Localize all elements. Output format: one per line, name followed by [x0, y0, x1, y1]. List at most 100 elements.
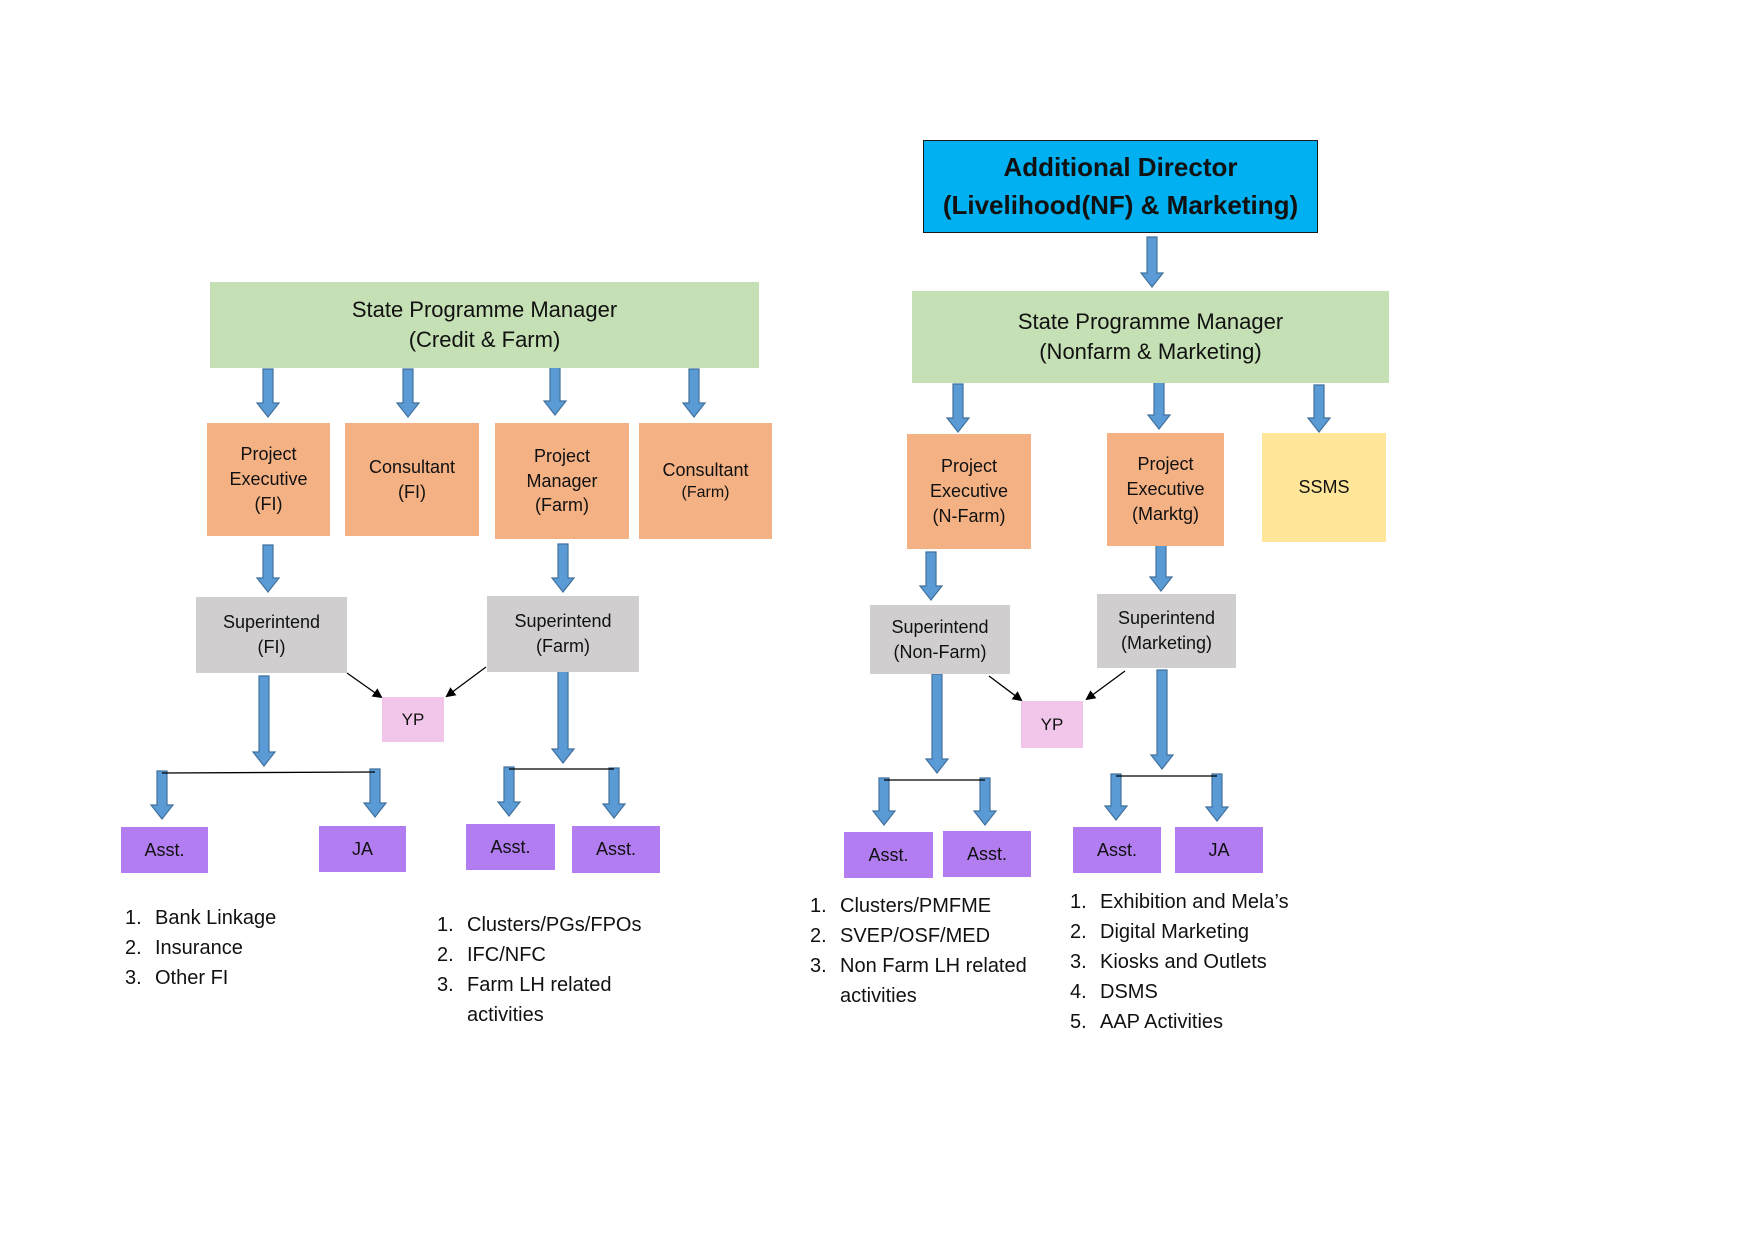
list-fi-activities: 1. Bank Linkage 2. Insurance 3. Other FI: [125, 903, 345, 993]
ja-fi-box: JA: [319, 826, 406, 872]
list-item-text: SVEP/OSF/MED: [840, 925, 991, 947]
label-line: Asst.: [144, 839, 185, 860]
label-line: Project: [240, 444, 297, 465]
arrow-supt-fi-to-yp: [346, 672, 383, 699]
arrow-branch-to-asst-fi: [149, 770, 175, 820]
label-line: YP: [401, 709, 425, 729]
arrow-spm-to-consultant-farm: [681, 368, 707, 418]
list-item-number: 1.: [125, 907, 142, 929]
superintend-marketing-box: Superintend (Marketing): [1097, 594, 1236, 668]
list-item-text: Clusters/PGs/FPOs: [467, 914, 642, 936]
list-item-number: 1.: [437, 914, 454, 936]
ssms-box: SSMS: [1262, 433, 1386, 542]
spm-nonfarm-marketing-title: State Programme Manager: [1017, 308, 1284, 334]
spm-credit-farm-box: State Programme Manager (Credit & Farm): [210, 282, 759, 368]
list-item: 1. Exhibition and Mela’s: [1070, 887, 1320, 917]
list-item-number: 3.: [810, 955, 827, 977]
label-line: Superintend: [891, 616, 989, 637]
arrow-branch-to-asst-nonfarm-2: [972, 777, 998, 826]
label-line: Project: [940, 456, 998, 477]
asst-fi-box: Asst.: [121, 827, 208, 873]
arrow-supt-marketing-to-yp: [1085, 670, 1126, 701]
list-item: 3. Kiosks and Outlets: [1070, 947, 1320, 977]
list-item-text: IFC/NFC: [467, 944, 546, 966]
label-line: (Farm): [535, 495, 589, 516]
arrow-supt-farm-down: [550, 670, 576, 764]
label-line: JA: [351, 838, 373, 859]
arrow-pm-farm-to-supt: [550, 543, 576, 593]
label-line: Project: [533, 445, 591, 466]
yp-right-box: YP: [1021, 701, 1083, 748]
arrow-branch-to-ja-fi: [362, 768, 388, 818]
list-item: 2.IFC/NFC: [437, 940, 657, 970]
spm-nonfarm-marketing-box: State Programme Manager (Nonfarm & Marke…: [912, 291, 1389, 383]
list-item-text: Clusters/PMFME: [840, 895, 992, 917]
list-item-text: Farm LH related activities: [467, 974, 612, 1026]
list-item-text: Insurance: [155, 937, 243, 959]
list-item-number: 3.: [125, 967, 142, 989]
list-item-number: 3.: [1070, 951, 1087, 973]
label-line: Executive: [929, 481, 1009, 502]
arrow-spm-to-pe-marktg: [1146, 380, 1172, 430]
connector-lines: [161, 666, 1217, 781]
label-line: Asst.: [595, 839, 636, 860]
asst-farm-2-box: Asst.: [572, 826, 660, 873]
label-line: (Marktg): [1132, 503, 1199, 524]
arrow-branch-to-asst-nonfarm-1: [871, 777, 897, 826]
arrow-pe-nfarm-to-supt: [918, 551, 944, 601]
list-marketing-activities: 1. Exhibition and Mela’s 2.Digital Marketi…: [1070, 887, 1320, 1037]
list-item: 3. Farm LH related activities: [437, 970, 657, 1030]
label-line: YP: [1040, 714, 1064, 734]
asst-nonfarm-1-box: Asst.: [844, 832, 933, 878]
list-item: 2. Insurance: [125, 933, 345, 963]
list-item-text: Exhibition and Mela’s: [1100, 891, 1289, 913]
label-line: (FI): [257, 637, 286, 657]
arrow-supt-nonfarm-down: [924, 673, 950, 774]
list-item: 2.Digital Marketing: [1070, 917, 1320, 947]
list-item-number: 2.: [1070, 921, 1087, 943]
label-line: (FI): [254, 493, 283, 514]
label-line: (Farm): [536, 636, 590, 656]
label-line: (FI): [398, 481, 426, 502]
label-line: Executive: [1126, 479, 1205, 500]
project-executive-marktg-box: Project Executive (Marktg): [1107, 433, 1224, 546]
list-item: 1. Clusters/PGs/FPOs: [437, 910, 657, 940]
label-line: Consultant: [662, 459, 749, 480]
label-line: (N-Farm): [932, 505, 1006, 526]
yp-left-box: YP: [382, 697, 444, 742]
list-item: 4.DSMS: [1070, 977, 1320, 1007]
asst-marketing-box: Asst.: [1073, 827, 1161, 873]
label-line: Asst.: [868, 844, 909, 865]
list-item-number: 2.: [125, 937, 142, 959]
superintend-farm-box: Superintend (Farm): [487, 596, 639, 672]
list-item-text: Bank Linkage: [155, 907, 277, 929]
list-item-text: Other FI: [155, 967, 229, 989]
arrow-branch-to-ja-marketing: [1204, 773, 1230, 822]
list-item-number: 1.: [1070, 891, 1087, 913]
arrow-branch-to-asst-farm-2: [601, 767, 627, 819]
arrow-supt-marketing-down: [1149, 669, 1175, 770]
list-item-text: Kiosks and Outlets: [1100, 951, 1267, 973]
project-executive-nfarm-box: Project Executive (N-Farm): [907, 434, 1031, 549]
list-item-text: DSMS: [1100, 981, 1158, 1003]
list-item-text: AAP Activities: [1100, 1011, 1224, 1033]
superintend-fi-box: Superintend (FI): [196, 597, 347, 673]
list-item-number: 3.: [437, 974, 454, 996]
list-item-text: Non Farm LH related activities: [840, 955, 1027, 1007]
label-line: Asst.: [1096, 839, 1137, 860]
list-item: 2.SVEP/OSF/MED: [810, 921, 1050, 951]
ja-marketing-box: JA: [1175, 827, 1263, 873]
list-item: 3. Other FI: [125, 963, 345, 993]
list-item: 1. Bank Linkage: [125, 903, 345, 933]
label-line: (Non-Farm): [893, 641, 987, 662]
arrow-spm-to-pe-fi: [255, 368, 281, 418]
label-line: Executive: [229, 469, 308, 490]
arrow-director-to-spm: [1139, 236, 1165, 288]
arrow-supt-nonfarm-to-yp: [988, 675, 1023, 702]
label-line: (Marketing): [1120, 633, 1213, 653]
label-line: (Farm): [681, 484, 730, 502]
block-arrows: [149, 236, 1332, 826]
arrow-pe-marktg-to-supt: [1148, 542, 1174, 592]
label-line: Superintend: [1117, 608, 1216, 629]
